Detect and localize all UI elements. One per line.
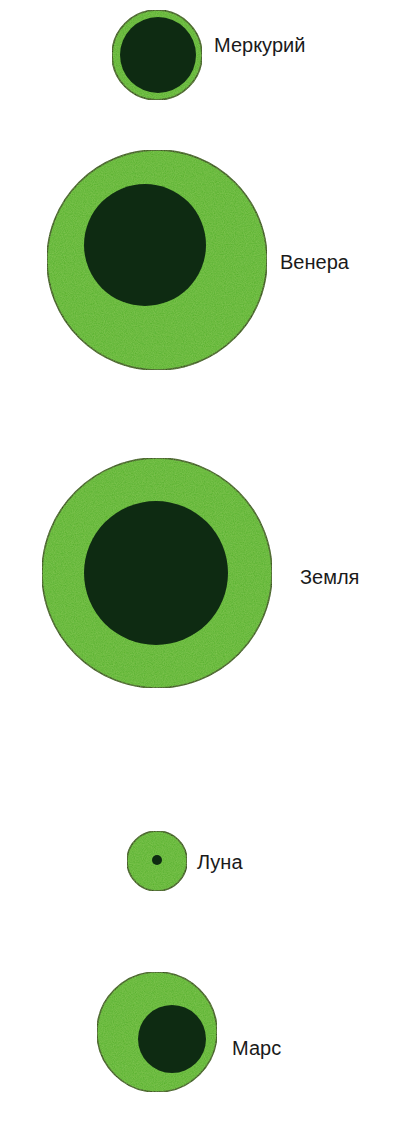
planet-core [138, 1005, 206, 1073]
planet-node: Венера [47, 150, 267, 370]
planet-name: Меркурий [214, 33, 305, 57]
planet-name: Луна [197, 850, 243, 874]
planet-shell [97, 972, 217, 1092]
planet-name: Земля [300, 565, 359, 589]
planet-shell [127, 831, 187, 891]
planet-core [84, 184, 206, 306]
planet-shell [47, 150, 267, 370]
planet-name: Венера [280, 250, 349, 274]
planet-core [84, 501, 228, 645]
planet-node: Луна [127, 831, 187, 891]
planet-shell [42, 458, 272, 688]
planet-core [120, 17, 196, 93]
planet-name: Марс [232, 1036, 281, 1060]
planet-node: Земля [42, 458, 272, 688]
planet-core [152, 855, 162, 865]
planet-node: Марс [97, 972, 217, 1092]
planet-node: Меркурий [112, 10, 202, 100]
planet-shell [112, 10, 202, 100]
